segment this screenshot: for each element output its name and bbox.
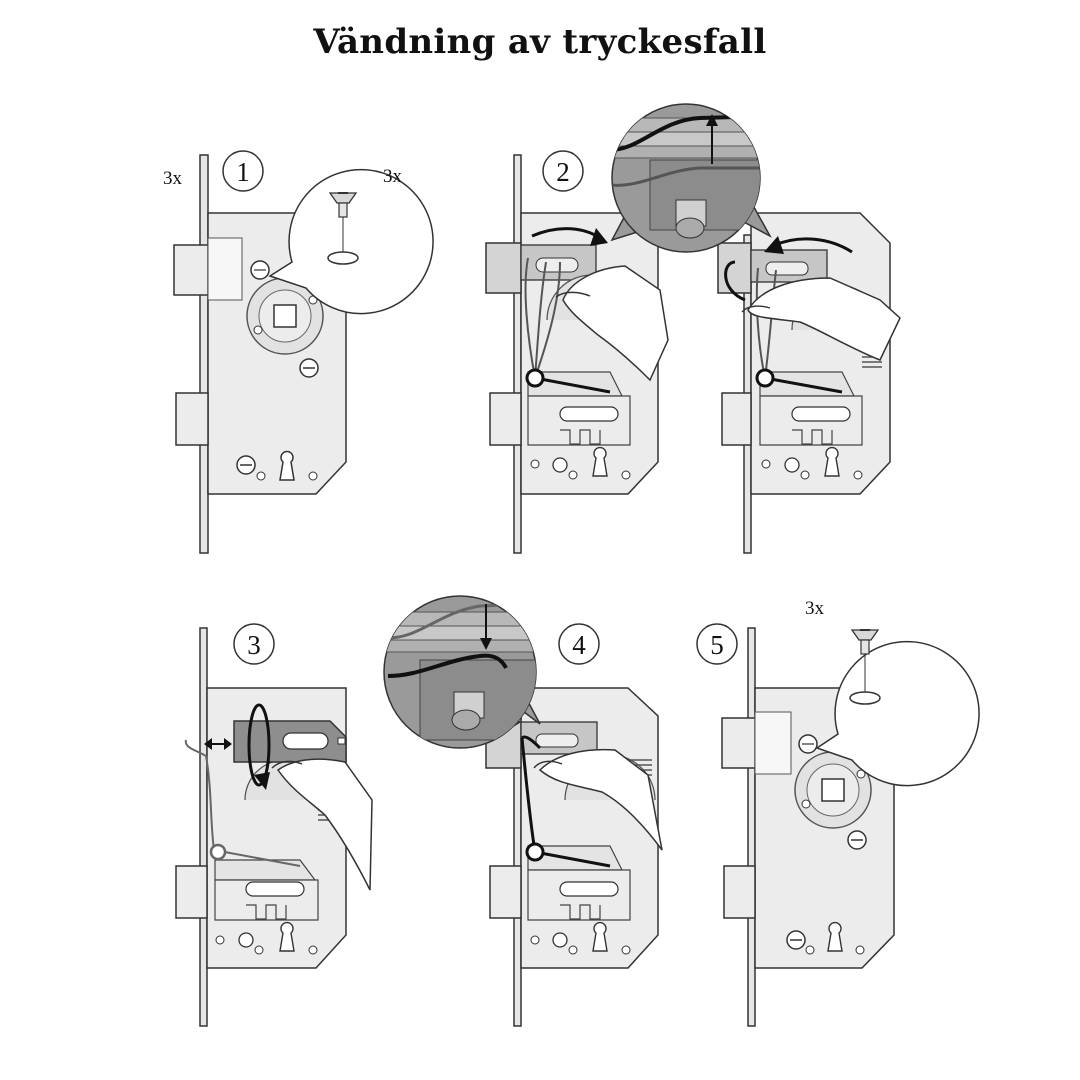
double-arrow-icon: [204, 738, 232, 750]
removed-spring: [184, 739, 301, 867]
callout-bubble: [268, 168, 434, 315]
countersunk-screw-icon: [327, 192, 359, 265]
latch-bolt: [173, 244, 209, 296]
step-number-badge: [233, 623, 275, 665]
zoom-detail: [383, 595, 541, 749]
square-spindle-hole: [273, 304, 297, 328]
keyhole: [279, 450, 295, 481]
square-spindle-hole: [821, 778, 845, 802]
quantity-label: 3x: [163, 168, 183, 189]
zoom-detail: [610, 103, 772, 253]
latch-bolt-tongue: [207, 237, 243, 301]
faceplate: [199, 154, 209, 554]
step-4-panel: 4: [383, 595, 663, 1027]
step-number-badge: [696, 623, 738, 665]
hand: [562, 265, 669, 382]
step-number-badge: [222, 150, 264, 192]
dead-bolt: [175, 392, 209, 446]
callout-quantity: 3x: [383, 166, 403, 187]
step-number: 2: [556, 157, 570, 187]
curved-arrow-icon: [771, 237, 853, 254]
step-5-panel: 5 3x: [696, 598, 980, 1027]
lock-left-view: [485, 154, 669, 554]
step-2-panel: 2: [485, 103, 901, 554]
step-number-badge: [542, 150, 584, 192]
step-number: 5: [710, 630, 724, 660]
keyhole: [827, 921, 843, 952]
spring: [524, 257, 611, 394]
lock-right-view: [717, 212, 901, 554]
step-1-panel: 1 3x 3x: [163, 150, 434, 554]
arrow-down-icon: [480, 638, 492, 650]
step-number-badge: [558, 623, 600, 665]
arrow-up-icon: [706, 114, 718, 126]
step-3-panel: 3: [175, 623, 373, 1027]
rotate-arrow-icon: [247, 703, 271, 787]
step-number: 1: [236, 157, 250, 187]
page-title: Vändning av tryckesfall: [313, 22, 767, 62]
hand: [747, 277, 901, 361]
hand: [538, 748, 663, 851]
spring: [520, 735, 611, 868]
callout-quantity: 3x: [805, 598, 825, 619]
callout-bubble: [815, 640, 980, 787]
hand: [276, 758, 373, 891]
step-number: 4: [572, 630, 586, 660]
step-number: 3: [247, 630, 261, 660]
countersunk-screw-icon: [849, 629, 881, 705]
